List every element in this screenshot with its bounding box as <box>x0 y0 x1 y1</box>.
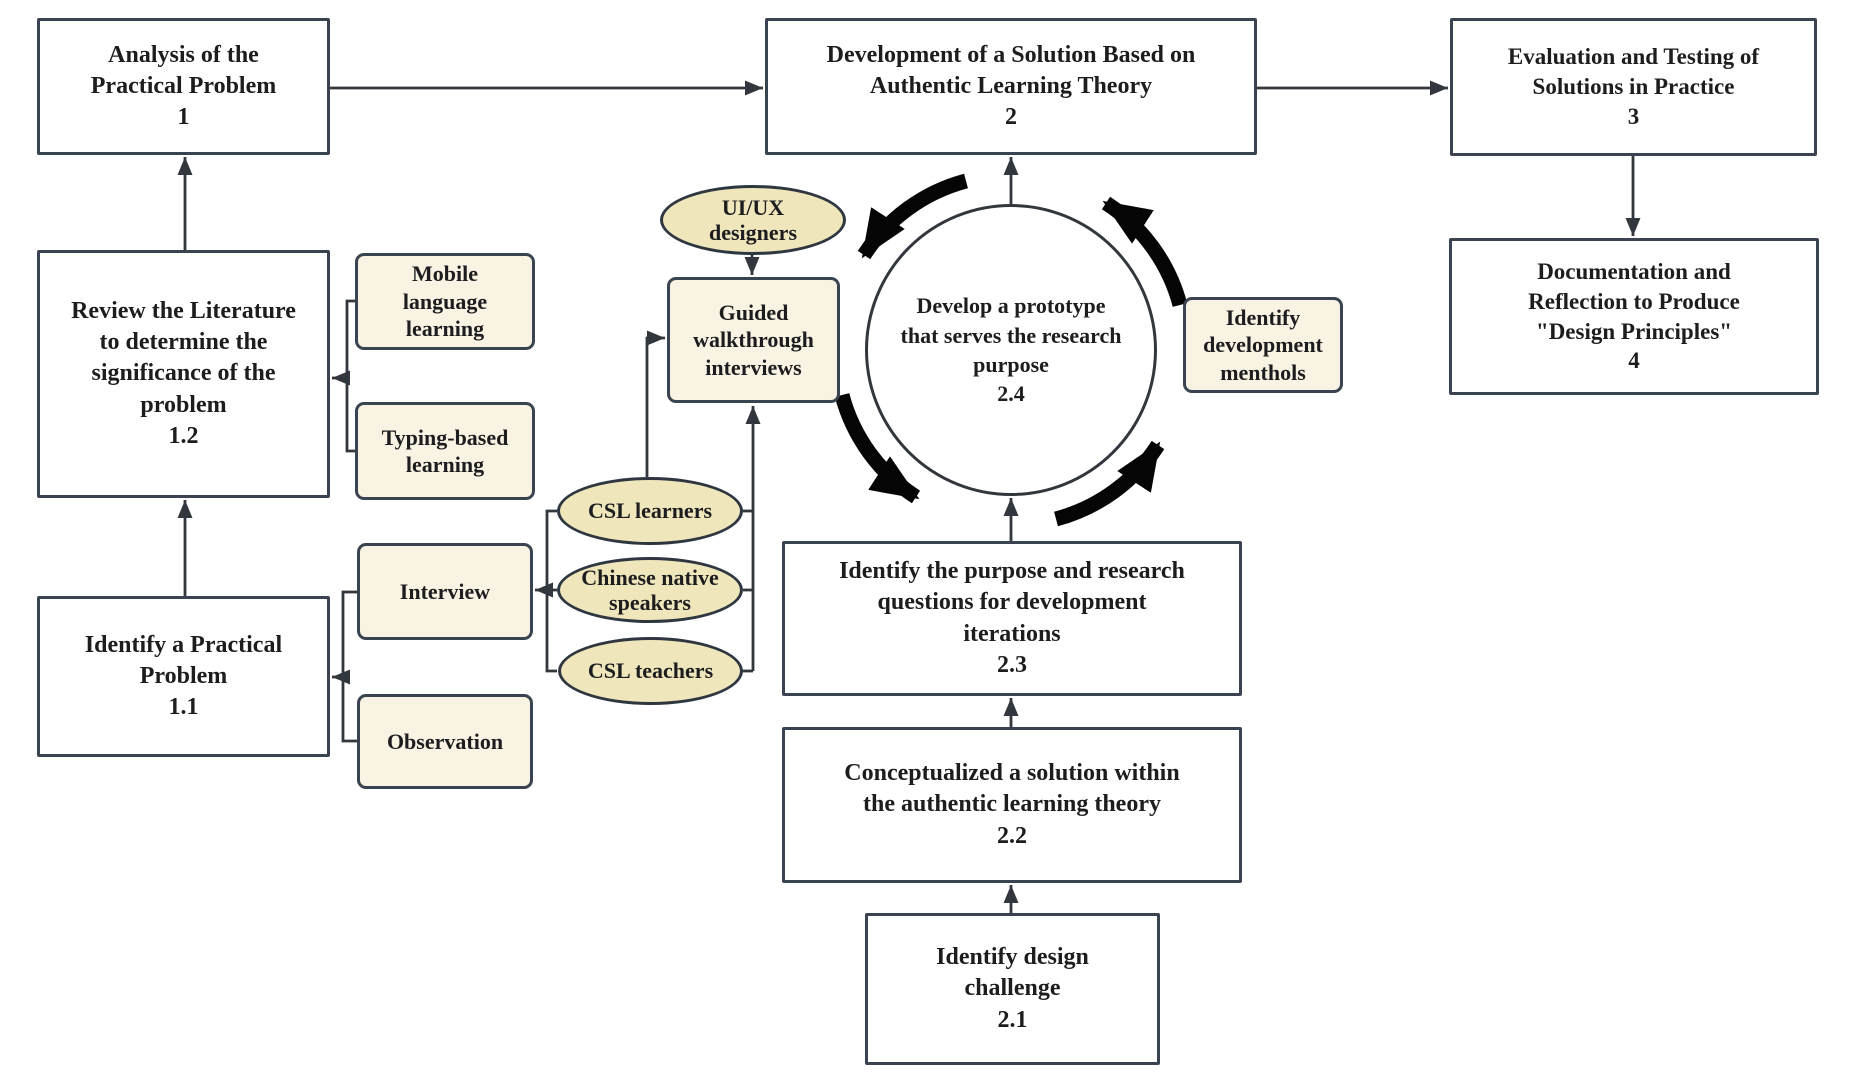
node-development-of-solution: Development of a Solution Based on Authe… <box>765 18 1257 155</box>
node-label: Development of a Solution Based on Authe… <box>826 41 1196 131</box>
node-label: Analysis of the Practical Problem 1 <box>90 41 277 131</box>
node-label: UI/UX designers <box>709 194 797 245</box>
node-develop-prototype-cycle: Develop a prototype that serves the rese… <box>865 204 1157 496</box>
node-label: Develop a prototype that serves the rese… <box>900 293 1122 407</box>
node-chinese-native-speakers: Chinese native speakers <box>557 557 743 623</box>
node-identify-practical-problem: Identify a Practical Problem 1.1 <box>37 596 330 757</box>
node-label: Identify design challenge 2.1 <box>936 944 1089 1033</box>
node-label: Documentation and Reflection to Produce … <box>1528 258 1740 374</box>
node-label: Interview <box>399 578 491 604</box>
node-label: Conceptualized a solution within the aut… <box>844 760 1180 849</box>
node-guided-walkthrough-interviews: Guided walkthrough interviews <box>667 277 840 403</box>
bracket-literature-topics <box>345 299 355 453</box>
node-label: Chinese native speakers <box>581 564 719 615</box>
node-identify-design-challenge: Identify design challenge 2.1 <box>865 913 1160 1065</box>
node-identify-purpose-questions: Identify the purpose and research questi… <box>782 541 1242 696</box>
node-csl-teachers: CSL teachers <box>558 637 743 705</box>
node-evaluation-testing: Evaluation and Testing of Solutions in P… <box>1450 18 1817 156</box>
node-label: Identify a Practical Problem 1.1 <box>84 631 283 721</box>
node-label: CSL teachers <box>587 658 714 684</box>
node-identify-development-methods: Identify development menthols <box>1183 297 1343 393</box>
node-label: Typing-based learning <box>381 424 509 478</box>
node-documentation-reflection: Documentation and Reflection to Produce … <box>1449 238 1819 395</box>
node-mobile-language-learning: Mobile language learning <box>355 253 535 350</box>
node-typing-based-learning: Typing-based learning <box>355 402 535 500</box>
node-label: CSL learners <box>587 498 713 524</box>
bracket-participants-left <box>545 509 557 673</box>
bracket-problem-methods <box>341 590 357 743</box>
node-label: Observation <box>386 728 504 754</box>
arrow-learners-to-guided <box>645 330 665 477</box>
node-conceptualized-solution: Conceptualized a solution within the aut… <box>782 727 1242 883</box>
node-label: Identify development menthols <box>1203 304 1323 385</box>
node-csl-learners: CSL learners <box>557 477 743 545</box>
node-uiux-designers: UI/UX designers <box>660 185 846 255</box>
node-label: Evaluation and Testing of Solutions in P… <box>1507 44 1760 129</box>
node-label: Guided walkthrough interviews <box>693 299 814 380</box>
node-label: Review the Literature to determine the s… <box>71 298 296 449</box>
node-label: Mobile language learning <box>402 261 488 342</box>
node-observation: Observation <box>357 694 533 789</box>
node-analysis-of-practical-problem: Analysis of the Practical Problem 1 <box>37 18 330 155</box>
node-label: Identify the purpose and research questi… <box>839 558 1185 678</box>
node-review-literature: Review the Literature to determine the s… <box>37 250 330 498</box>
node-interview: Interview <box>357 543 533 640</box>
